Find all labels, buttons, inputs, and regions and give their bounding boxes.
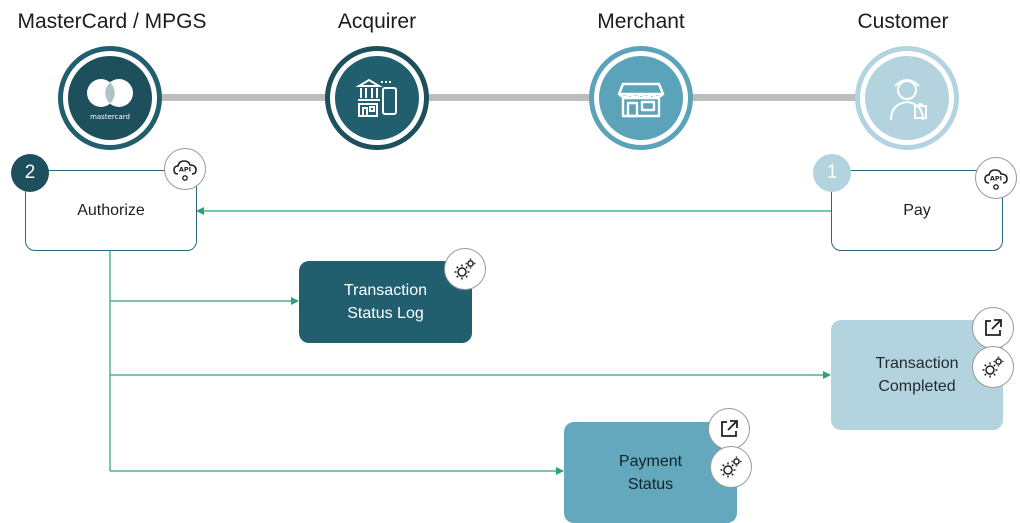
actor-customer: [855, 46, 959, 150]
external-link-icon: [721, 420, 738, 437]
actor-title-acquirer: Acquirer: [337, 10, 417, 33]
external-link-icon: [985, 319, 1002, 336]
mastercard-logo-circle: mastercard: [68, 56, 152, 140]
mastercard-logo-text: mastercard: [90, 113, 130, 121]
actor-title-mastercard: MasterCard / MPGS: [17, 10, 207, 33]
status-log-line1: Transaction: [344, 282, 427, 299]
completed-gears-badge[interactable]: [972, 346, 1014, 388]
gears-icon: [982, 356, 1004, 378]
payment-status-box[interactable]: Payment Status: [564, 422, 737, 523]
status-log-gears-badge[interactable]: [444, 248, 486, 290]
svg-text:API: API: [990, 175, 1002, 183]
actor-merchant: [589, 46, 693, 150]
mastercard-logo-icon: mastercard: [87, 79, 133, 121]
customer-circle: [865, 56, 949, 140]
acquirer-circle: [335, 56, 419, 140]
svg-text:API: API: [179, 166, 191, 174]
payment-gears-badge[interactable]: [710, 446, 752, 488]
completed-line1: Transaction: [875, 355, 959, 372]
status-log-line2: Status Log: [347, 305, 424, 322]
actor-title-merchant: Merchant: [597, 10, 685, 33]
authorize-box[interactable]: Authorize: [25, 170, 197, 251]
payment-status-line2: Status: [627, 475, 674, 493]
actor-mastercard: mastercard: [58, 46, 162, 150]
bank-phone-icon: [355, 78, 397, 117]
pay-label: Pay: [903, 202, 931, 219]
step-number-1: 1: [813, 154, 851, 192]
api-cloud-icon: API: [984, 169, 1008, 190]
completed-line2: Completed: [878, 378, 956, 395]
merchant-circle: [599, 56, 683, 140]
actor-title-customer: Customer: [857, 10, 949, 33]
actor-acquirer: [325, 46, 429, 150]
payment-external-link-badge[interactable]: [708, 408, 750, 450]
gears-icon: [720, 456, 742, 478]
gears-icon: [454, 258, 476, 280]
shopper-icon: [890, 79, 927, 121]
authorize-api-badge[interactable]: API: [164, 148, 206, 190]
timeline-bar: [110, 94, 910, 101]
transaction-status-log-box[interactable]: Transaction Status Log: [299, 261, 472, 343]
pay-box[interactable]: Pay: [831, 170, 1003, 251]
storefront-icon: [617, 82, 665, 118]
completed-external-link-badge[interactable]: [972, 307, 1014, 349]
api-cloud-icon: API: [173, 160, 197, 181]
authorize-label: Authorize: [77, 202, 145, 219]
pay-api-badge[interactable]: API: [975, 157, 1017, 199]
step-number-2: 2: [11, 154, 49, 192]
payment-status-line1: Payment: [618, 452, 683, 470]
